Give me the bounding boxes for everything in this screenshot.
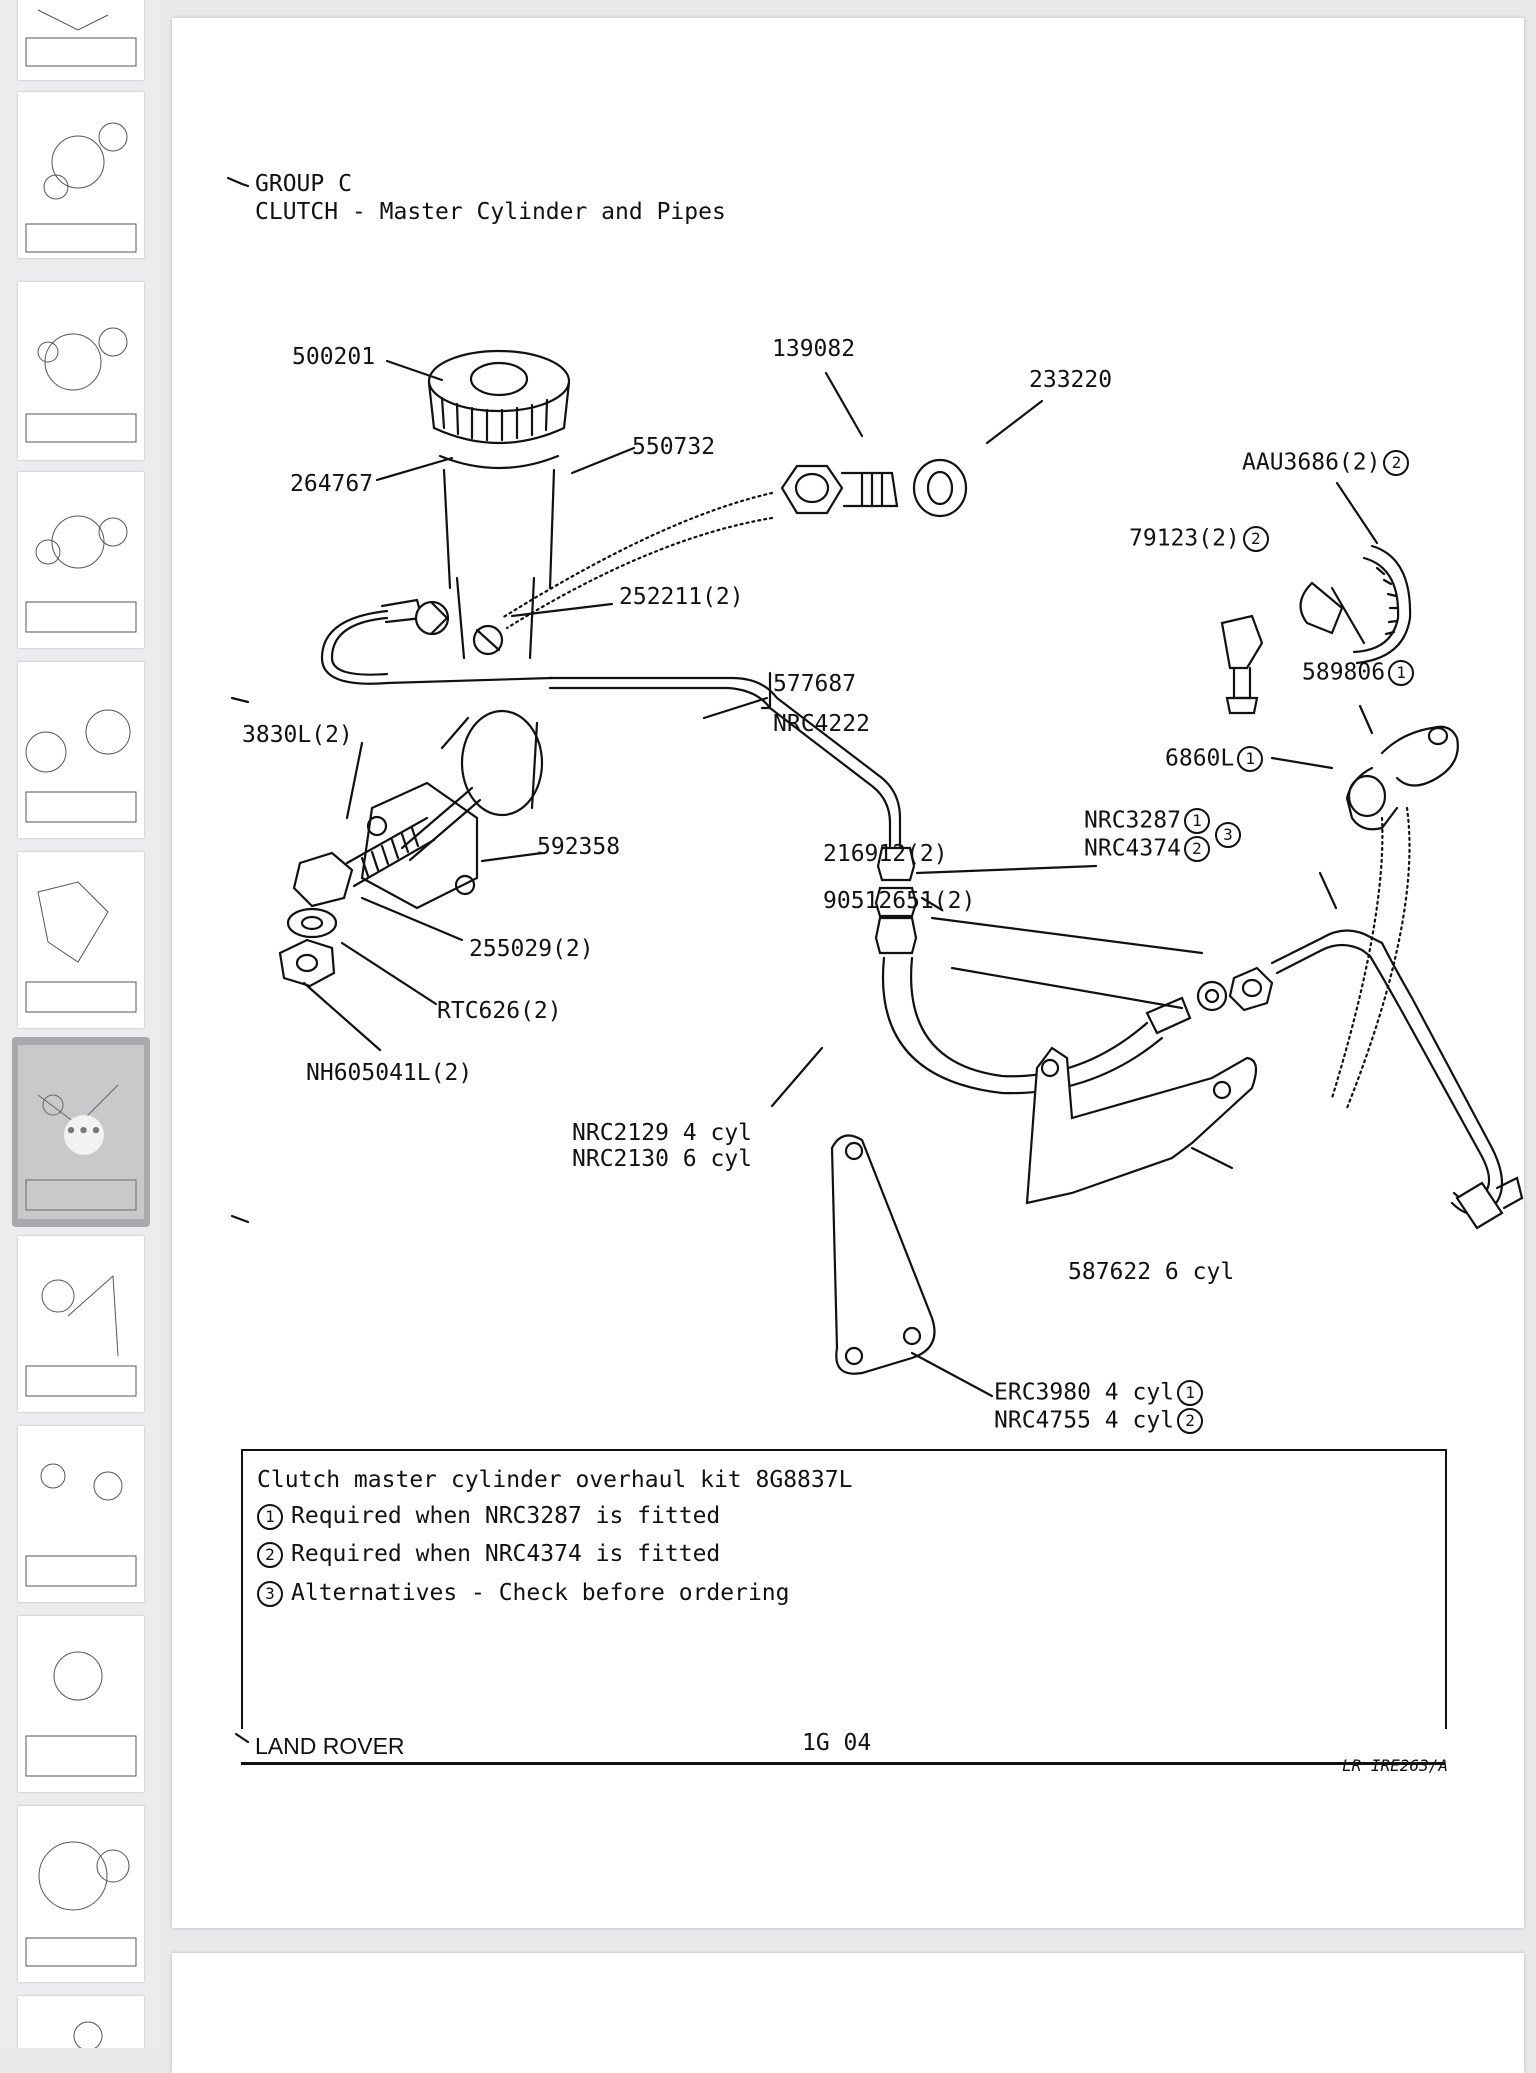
marker-3: 3 bbox=[1215, 822, 1241, 848]
part-label-90512651: 90512651(2) bbox=[823, 888, 976, 914]
page-thumbnail-12[interactable] bbox=[18, 1996, 144, 2048]
next-document-page bbox=[172, 1953, 1524, 2073]
part-label-79123: 79123(2)2 bbox=[1129, 526, 1269, 552]
marker-2: 2 bbox=[257, 1541, 283, 1568]
part-label-233220: 233220 bbox=[1029, 367, 1113, 393]
page-thumbnail-6[interactable] bbox=[18, 852, 144, 1028]
part-label-NRC4222: NRC4222 bbox=[773, 711, 870, 737]
page-thumbnail-5[interactable] bbox=[18, 662, 144, 838]
alternatives-marker: 3 bbox=[1212, 822, 1241, 848]
part-label-NH605041L: NH605041L(2) bbox=[306, 1060, 473, 1086]
page-thumbnail-7-current[interactable]: ••• bbox=[12, 1037, 150, 1227]
part-label-216912: 216912(2) bbox=[823, 841, 948, 867]
part-label-NRC2129: NRC2129 4 cyl bbox=[572, 1120, 753, 1146]
marker-2: 2 bbox=[1183, 836, 1210, 862]
overhaul-kit-note: Clutch master cylinder overhaul kit 8G88… bbox=[257, 1467, 853, 1493]
part-label-255029: 255029(2) bbox=[469, 936, 594, 962]
part-label-AAU3686: AAU3686(2)2 bbox=[1242, 450, 1410, 476]
part-label-264767: 264767 bbox=[290, 471, 374, 497]
footer-reference: LR IRE263/A bbox=[1342, 1756, 1448, 1775]
part-label-577687: 577687 bbox=[773, 671, 857, 697]
page-thumbnail-8[interactable] bbox=[18, 1236, 144, 1412]
marker-1: 1 bbox=[1237, 746, 1264, 772]
page-thumbnail-sidebar: ••• bbox=[0, 0, 160, 2048]
page-thumbnail-9[interactable] bbox=[18, 1426, 144, 1602]
group-label: GROUP C bbox=[255, 171, 352, 197]
footer-page-code: 1G 04 bbox=[802, 1730, 872, 1756]
marker-1: 1 bbox=[1183, 808, 1210, 834]
part-label-NRC2130: NRC2130 6 cyl bbox=[572, 1146, 753, 1172]
footer-brand: LAND ROVER bbox=[255, 1733, 405, 1759]
page-title: CLUTCH - Master Cylinder and Pipes bbox=[255, 199, 726, 225]
marker-2: 2 bbox=[1242, 526, 1269, 552]
part-label-500201: 500201 bbox=[292, 344, 376, 370]
page-thumbnail-3[interactable] bbox=[18, 282, 144, 460]
part-label-252211: 252211(2) bbox=[619, 584, 744, 610]
more-options-button[interactable]: ••• bbox=[64, 1115, 104, 1155]
page-thumbnail-2[interactable] bbox=[18, 92, 144, 258]
marker-3: 3 bbox=[257, 1580, 283, 1607]
part-label-592358: 592358 bbox=[537, 834, 621, 860]
marker-1: 1 bbox=[1388, 660, 1415, 686]
marker-1: 1 bbox=[1177, 1380, 1204, 1406]
part-label-RTC626: RTC626(2) bbox=[437, 998, 562, 1024]
part-label-139082: 139082 bbox=[772, 336, 856, 362]
marker-2: 2 bbox=[1177, 1408, 1204, 1434]
part-label-3830L: 3830L(2) bbox=[242, 722, 353, 748]
marker-1: 1 bbox=[257, 1503, 283, 1530]
page-thumbnail-1[interactable] bbox=[18, 0, 144, 80]
page-thumbnail-4[interactable] bbox=[18, 472, 144, 648]
footer-rule bbox=[241, 1762, 1445, 1765]
part-label-587622: 587622 6 cyl bbox=[1068, 1259, 1235, 1285]
parts-diagram bbox=[226, 176, 1524, 1744]
notes-box: Clutch master cylinder overhaul kit 8G88… bbox=[241, 1449, 1447, 1729]
part-label-550732: 550732 bbox=[632, 434, 716, 460]
page-thumbnail-10[interactable] bbox=[18, 1616, 144, 1792]
marker-2: 2 bbox=[1383, 450, 1410, 476]
page-thumbnail-11[interactable] bbox=[18, 1806, 144, 1982]
document-page: GROUP C CLUTCH - Master Cylinder and Pip… bbox=[172, 18, 1524, 1928]
